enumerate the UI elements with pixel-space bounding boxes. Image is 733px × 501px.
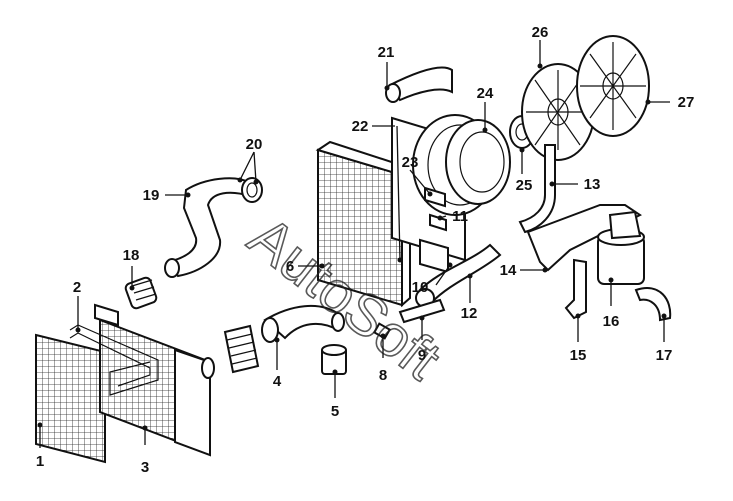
part-13-pipe <box>518 144 556 234</box>
part-24-fan-ring <box>445 119 511 205</box>
callout-20: 20 <box>246 136 263 153</box>
part-1-grille-panel <box>35 333 106 464</box>
callout-19: 19 <box>143 187 160 204</box>
callout-2: 2 <box>73 279 81 296</box>
callout-1: 1 <box>36 453 44 470</box>
callout-3: 3 <box>141 459 149 476</box>
part-21-upper-hose <box>385 66 453 103</box>
callout-6: 6 <box>286 258 294 275</box>
part-27-fan <box>576 35 650 137</box>
callout-15: 15 <box>570 347 587 364</box>
callout-11: 11 <box>452 208 468 225</box>
callout-5: 5 <box>331 403 339 420</box>
callout-26: 26 <box>532 24 549 41</box>
callout-16: 16 <box>603 313 620 330</box>
callout-14: 14 <box>500 262 517 279</box>
part-18-hose-coupling <box>124 276 158 310</box>
callout-13: 13 <box>584 176 601 193</box>
part-5-sleeve <box>321 344 347 375</box>
callout-8: 8 <box>379 367 387 384</box>
part-8-fitting <box>372 322 392 340</box>
part-26-fan <box>521 63 595 161</box>
callout-23: 23 <box>402 154 419 171</box>
callout-22: 22 <box>352 118 369 135</box>
leader-dots <box>37 63 667 431</box>
part-17-hose <box>634 287 672 322</box>
part-4-bellows-hose <box>223 304 345 374</box>
callout-labels: 1 2 3 4 5 6 8 9 10 11 12 13 14 15 16 17 … <box>36 24 695 476</box>
part-20-hose-clamp <box>241 177 263 203</box>
callout-9: 9 <box>418 347 426 364</box>
callout-17: 17 <box>656 347 673 364</box>
callout-25: 25 <box>516 177 533 194</box>
callout-10: 10 <box>412 279 429 296</box>
callout-4: 4 <box>273 373 282 390</box>
part-15-hose <box>564 258 587 320</box>
part-16-expansion-tank <box>597 210 645 285</box>
part-3-radiator <box>94 303 215 457</box>
callout-21: 21 <box>378 44 395 61</box>
part-9-bracket <box>398 298 446 324</box>
part-19-hose <box>164 177 252 278</box>
leader-lines <box>39 40 670 448</box>
callout-12: 12 <box>461 305 478 322</box>
callout-24: 24 <box>477 85 494 102</box>
callout-27: 27 <box>678 94 695 111</box>
callout-18: 18 <box>123 247 140 264</box>
